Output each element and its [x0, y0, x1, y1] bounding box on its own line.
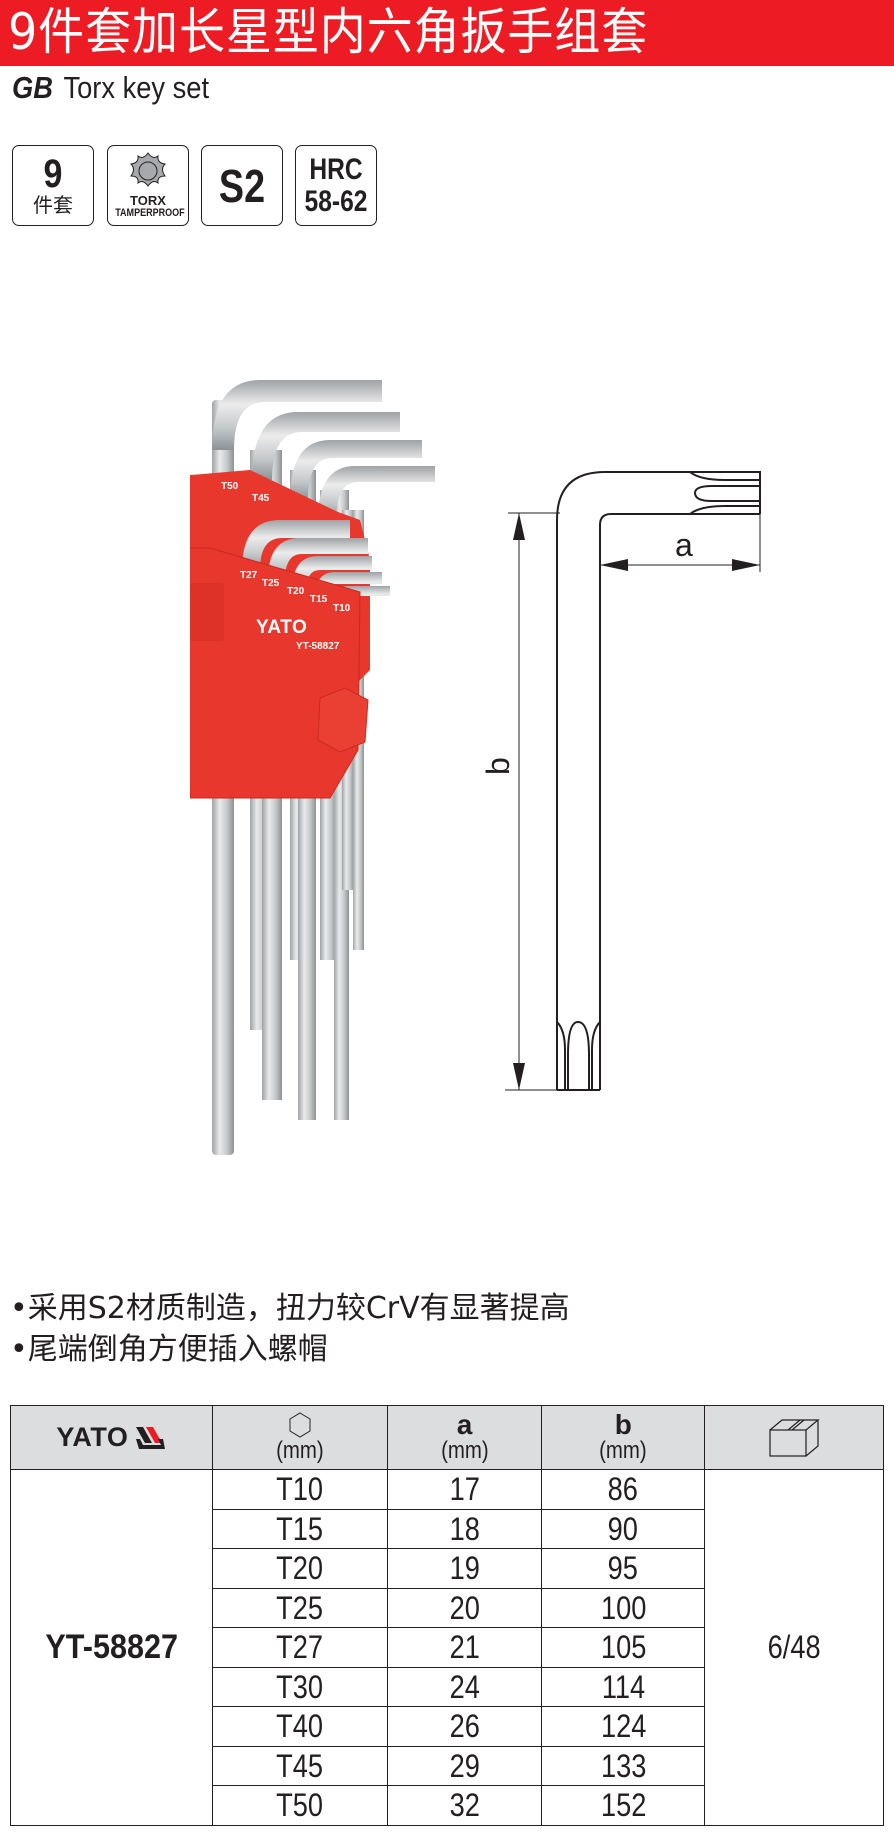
piece-count-label: 件套	[33, 193, 73, 217]
b-cell: 105	[541, 1627, 706, 1668]
a-cell: 29	[386, 1745, 543, 1786]
a-cell: 19	[386, 1548, 543, 1589]
product-photo	[190, 380, 435, 1155]
a-cell: 32	[386, 1785, 543, 1826]
tamperproof-label: TAMPERPROOF	[115, 207, 185, 219]
table-row: T45 29 133	[11, 1745, 884, 1786]
hardness-range: 58-62	[304, 185, 368, 218]
a-unit: (mm)	[440, 1436, 489, 1464]
page-title: 9件套加长星型内六角扳手组套	[8, 3, 649, 61]
holder-label-t20: T20	[287, 586, 305, 597]
yato-logo-text: YATO	[56, 1422, 129, 1452]
holder-brand-logo: YATO	[256, 617, 308, 638]
model-number-cell: YT-58827	[10, 1469, 213, 1826]
dimension-diagram	[505, 471, 761, 1091]
feature-item: •尾端倒角方便插入螺帽	[10, 1332, 328, 1367]
dimension-label-b: b	[480, 757, 516, 775]
subtitle: GB Torx key set	[12, 68, 209, 108]
holder-label-t10: T10	[333, 603, 351, 614]
holder-label-t15: T15	[310, 594, 328, 605]
torx-label: TORX	[130, 193, 166, 208]
size-cell: T30	[211, 1666, 388, 1707]
a-cell: 20	[386, 1587, 543, 1628]
holder-model: YT-58827	[296, 641, 340, 652]
spec-material: S2	[201, 145, 283, 226]
table-header-row: YATO (mm) a (mm) b	[10, 1405, 884, 1470]
b-cell: 114	[541, 1666, 706, 1707]
a-cell: 18	[386, 1508, 543, 1549]
size-cell: T10	[211, 1469, 388, 1510]
b-cell: 90	[541, 1508, 706, 1549]
a-cell: 17	[386, 1469, 543, 1510]
holder-label-t27: T27	[240, 570, 258, 581]
table-row: T40 26 124	[11, 1706, 884, 1747]
holder-label-t25: T25	[262, 578, 280, 589]
b-header-label: b	[614, 1408, 632, 1440]
dimension-label-a: a	[675, 527, 693, 563]
yato-logo-icon	[136, 1426, 166, 1449]
a-cell: 26	[386, 1706, 543, 1747]
table-row: T27 21 105	[11, 1627, 884, 1668]
size-unit: (mm)	[275, 1436, 324, 1464]
hardness-unit: HRC	[309, 153, 363, 186]
table-row: T20 19 95	[11, 1548, 884, 1589]
box-icon	[769, 1418, 820, 1457]
b-cell: 124	[541, 1706, 706, 1747]
table-row: YT-58827 T10 17 86 6/48	[10, 1469, 884, 1826]
table-row: T15 18 90	[11, 1508, 884, 1549]
holder-label-t45: T45	[252, 493, 270, 504]
size-header: (mm)	[211, 1405, 388, 1470]
table-row: T50 32 152	[11, 1785, 884, 1826]
spec-piece-count: 9 件套	[12, 145, 94, 226]
a-header: a (mm)	[386, 1405, 543, 1470]
spec-table: YATO (mm) a (mm) b	[10, 1405, 884, 1826]
hexagon-icon	[289, 1411, 311, 1438]
title-bar	[0, 0, 894, 66]
size-cell: T27	[211, 1627, 388, 1668]
size-cell: T25	[211, 1587, 388, 1628]
feature-item: •采用S2材质制造，扭力较CrV有显著提高	[10, 1291, 570, 1326]
b-cell: 133	[541, 1745, 706, 1786]
spec-torx: TORX TAMPERPROOF	[107, 145, 189, 226]
holder-label-t50: T50	[221, 481, 239, 492]
size-cell: T40	[211, 1706, 388, 1747]
table-row: T30 24 114	[11, 1666, 884, 1707]
b-cell: 86	[541, 1469, 706, 1510]
packaging-cell: 6/48	[704, 1469, 884, 1826]
b-cell: 152	[541, 1785, 706, 1826]
b-cell: 100	[541, 1587, 706, 1628]
size-cell: T15	[211, 1508, 388, 1549]
a-header-label: a	[456, 1408, 473, 1440]
package-header	[704, 1405, 884, 1470]
piece-count-value: 9	[43, 152, 63, 196]
torx-star-icon	[129, 152, 167, 187]
brand-header: YATO	[10, 1405, 213, 1470]
size-cell: T20	[211, 1548, 388, 1589]
spec-hardness: HRC 58-62	[295, 145, 377, 226]
feature-list: •采用S2材质制造，扭力较CrV有显著提高 •尾端倒角方便插入螺帽	[10, 1288, 570, 1370]
b-cell: 95	[541, 1548, 706, 1589]
a-cell: 21	[386, 1627, 543, 1668]
b-header: b (mm)	[541, 1405, 706, 1470]
material-value: S2	[218, 160, 266, 212]
standard-label: GB	[12, 70, 53, 105]
b-unit: (mm)	[599, 1436, 648, 1464]
size-cell: T50	[211, 1785, 388, 1826]
size-cell: T45	[211, 1745, 388, 1786]
a-cell: 24	[386, 1666, 543, 1707]
product-name-en: Torx key set	[63, 70, 210, 105]
